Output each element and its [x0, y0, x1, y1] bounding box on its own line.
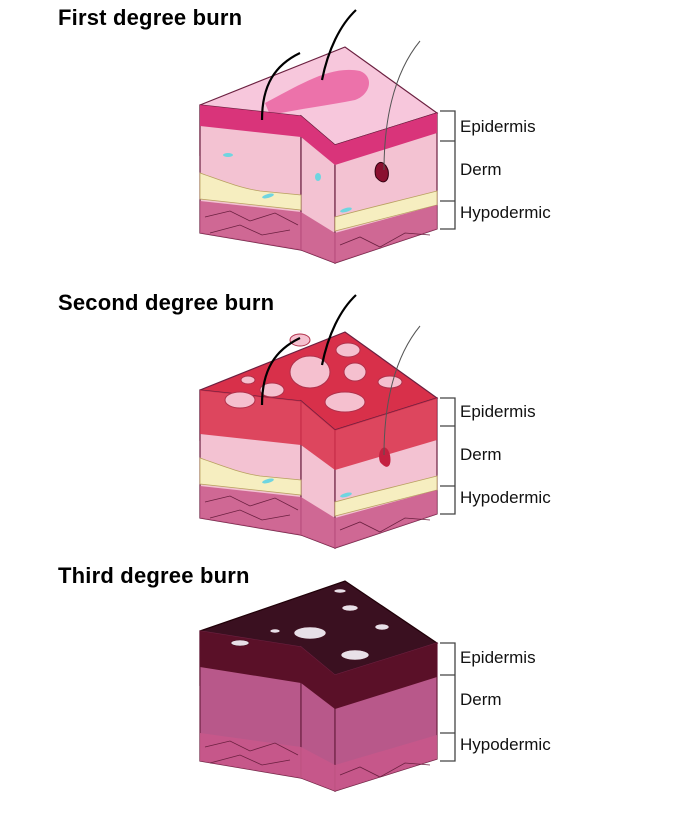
hair-follicle	[379, 447, 391, 467]
burn-area	[265, 69, 370, 115]
panel-second-degree: Second degree burn	[0, 290, 700, 560]
blisters	[224, 333, 403, 413]
label-derm: Derm	[460, 160, 502, 179]
label-hypodermic: Hypodermic	[460, 203, 551, 222]
hair-strand-thin	[383, 40, 421, 171]
label-epidermis: Epidermis	[460, 402, 536, 421]
epidermis-layer	[200, 105, 301, 137]
hair-strand	[260, 52, 301, 121]
epidermis-layer	[200, 390, 301, 445]
panel-third-degree: Third degree burn Epidermis Derm Hypoder…	[0, 563, 700, 833]
label-epidermis: Epidermis	[460, 117, 536, 136]
fat-layer	[199, 457, 302, 496]
panel-title: Third degree burn	[58, 563, 250, 588]
layer-bracket	[440, 110, 456, 230]
fat-layer	[199, 172, 302, 211]
panel-title: Second degree burn	[58, 290, 275, 315]
charred-epidermis	[200, 631, 301, 683]
charred-spots	[230, 588, 390, 661]
hair-strand-thin	[383, 325, 421, 456]
label-hypodermic: Hypodermic	[460, 488, 551, 507]
hair-strand	[320, 9, 357, 81]
hair-follicle	[374, 161, 389, 183]
hair-strand	[260, 337, 301, 406]
skin-block-first-degree	[199, 9, 456, 264]
label-derm: Derm	[460, 445, 502, 464]
hypodermis-layer	[200, 733, 301, 778]
layer-bracket	[440, 397, 456, 515]
panel-title: First degree burn	[58, 5, 243, 30]
label-hypodermic: Hypodermic	[460, 735, 551, 754]
panel-first-degree: First degree burn Epidermis	[0, 5, 700, 275]
layer-bracket	[440, 642, 456, 762]
skin-block-second-degree	[199, 294, 456, 549]
skin-block-third-degree	[199, 580, 456, 792]
label-derm: Derm	[460, 690, 502, 709]
hair-strand	[320, 294, 357, 366]
label-epidermis: Epidermis	[460, 648, 536, 667]
